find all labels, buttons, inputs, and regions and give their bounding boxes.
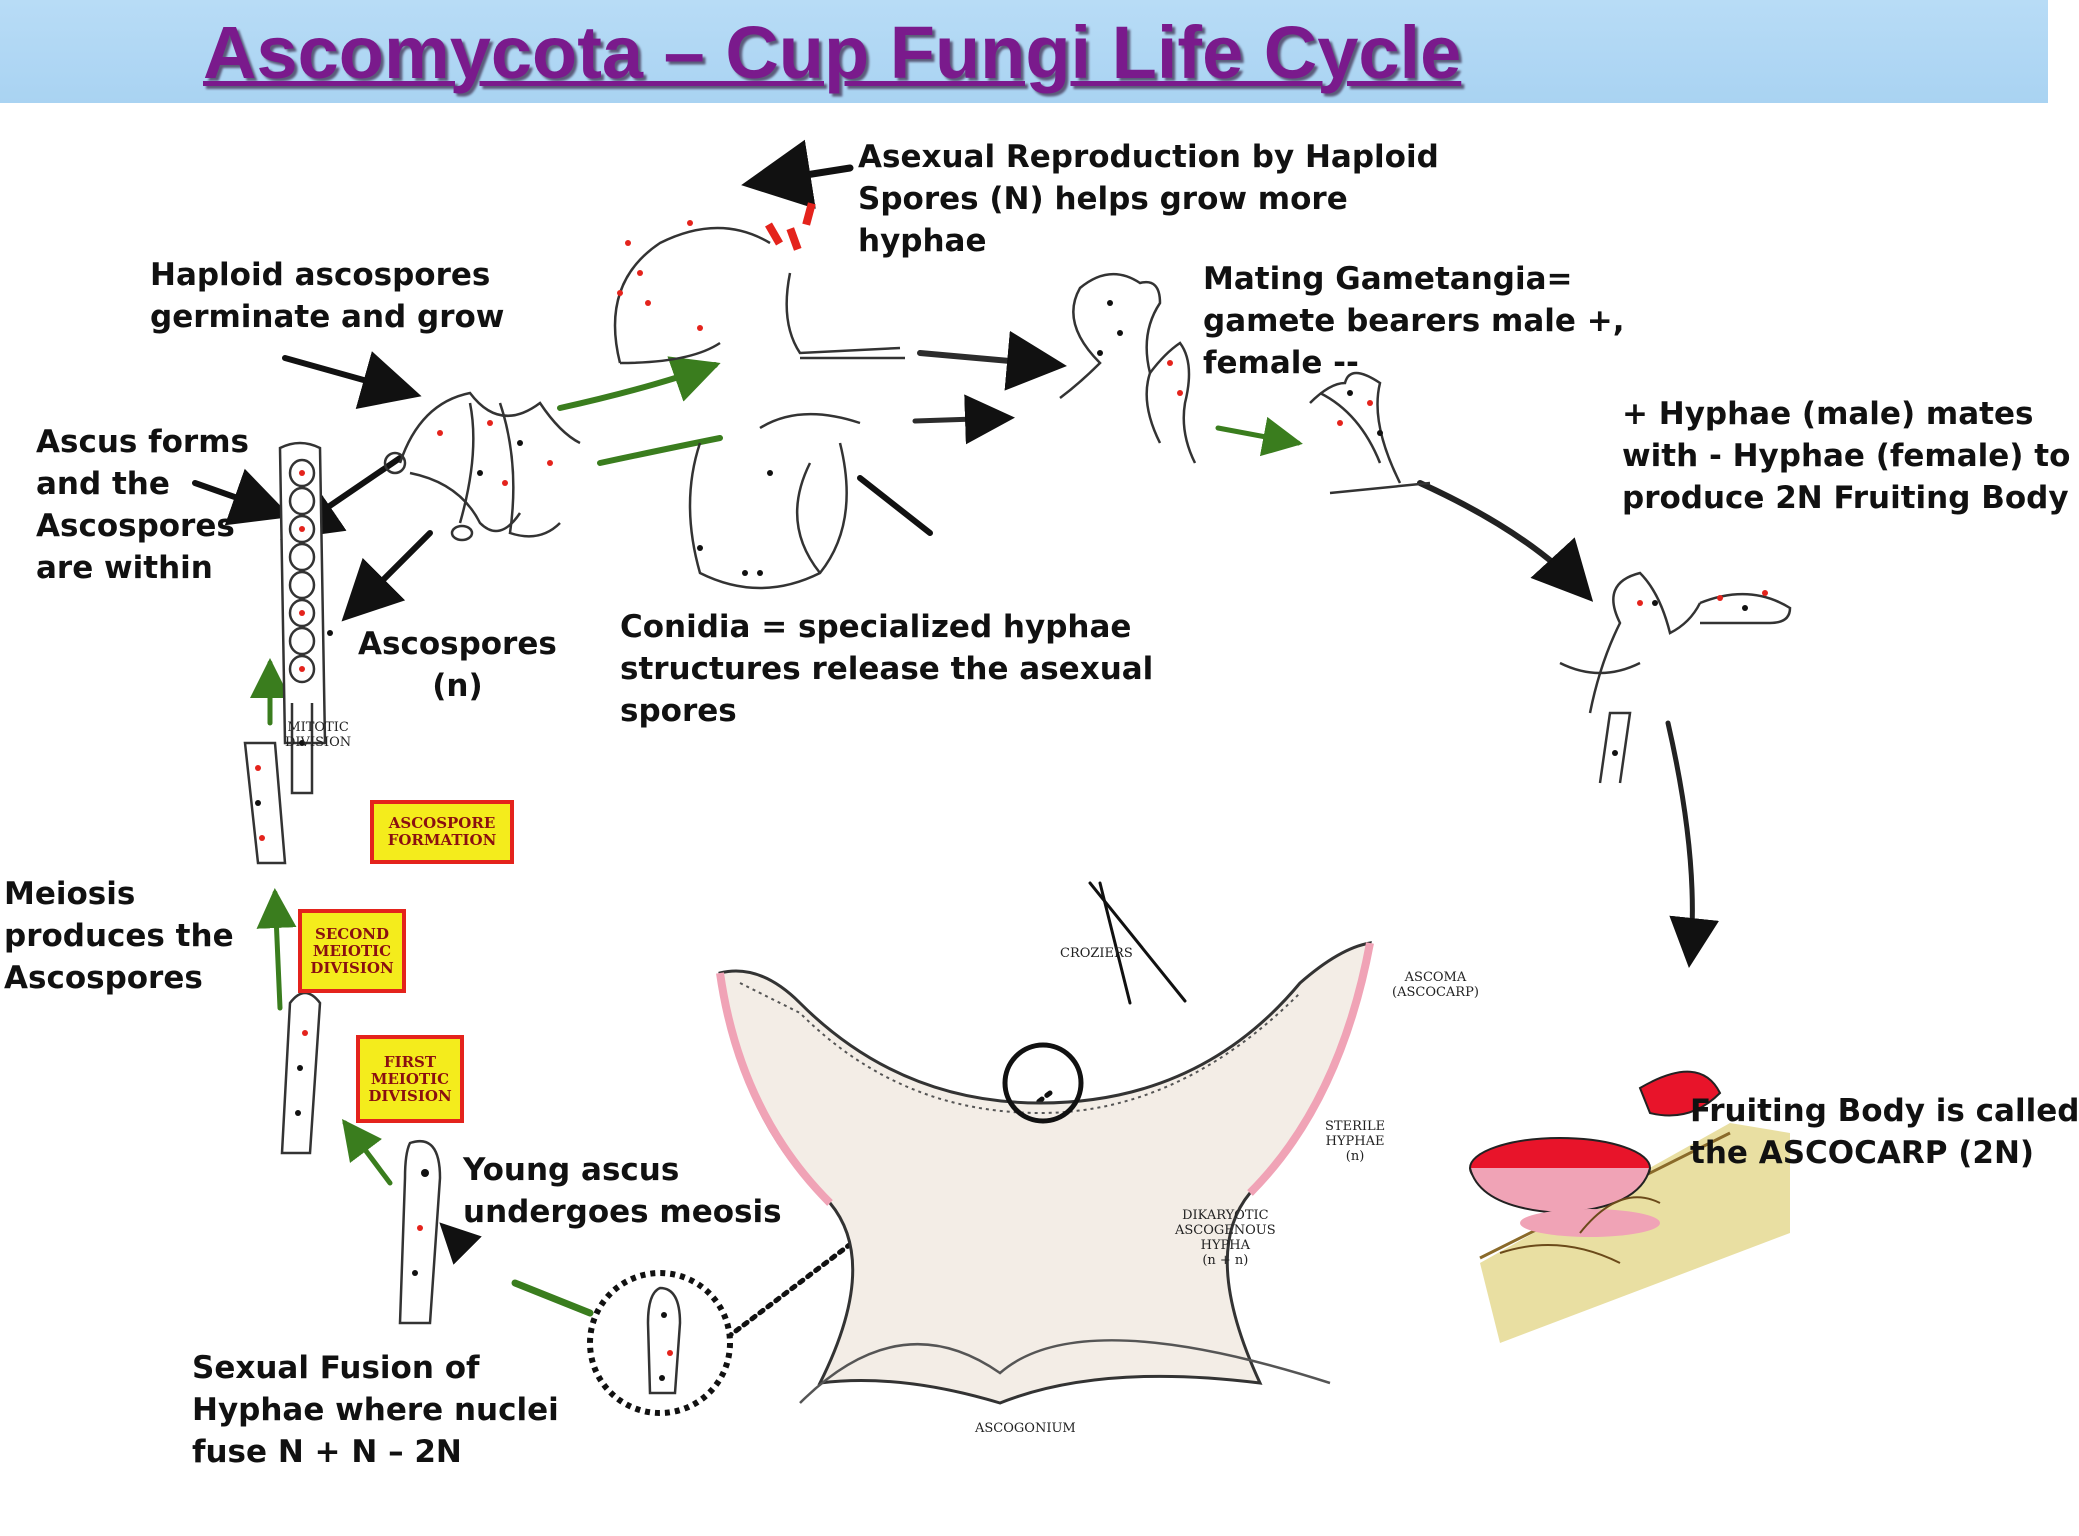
page-title: Ascomycota – Cup Fungi Life Cycle xyxy=(203,11,1462,94)
hyphae-mates-label: + Hyphae (male) mates with - Hyphae (fem… xyxy=(1622,396,2071,516)
ascoma-label: ASCOMA (ASCOCARP) xyxy=(1392,970,1479,1000)
dikaryotic-hypha-label: DIKARYOTIC ASCOGENOUS HYPHA (n + n) xyxy=(1175,1208,1276,1268)
germinating-hyphae xyxy=(383,391,581,542)
meiosis-label: Meiosis produces the Ascospores xyxy=(4,876,234,996)
conidia-drawing xyxy=(613,226,905,590)
ascus-nuclei xyxy=(255,470,429,1276)
asexual-reproduction-label: Asexual Reproduction by Haploid Spores (… xyxy=(858,139,1439,259)
title-banner: Ascomycota – Cup Fungi Life Cycle xyxy=(0,0,2048,103)
gametangia-nuclei xyxy=(1097,300,1383,436)
conidia-spores xyxy=(617,202,816,576)
haploid-ascospores-label: Haploid ascospores germinate and grow xyxy=(150,257,505,335)
dikaryotic-nuclei xyxy=(1612,590,1768,756)
dikaryotic-hyphae xyxy=(1559,571,1792,784)
life-cycle-diagram: Asexual Reproduction by Haploid Spores (… xyxy=(0,103,2079,1536)
sterile-hyphae-label: STERILE HYPHAE (n) xyxy=(1325,1119,1386,1164)
ascocarp-section xyxy=(587,941,1374,1416)
ascospores-label: Ascospores (n) xyxy=(358,626,557,704)
mitotic-division-label: MITOTIC DIVISION xyxy=(285,720,352,750)
ascogonium-label: ASCOGONIUM xyxy=(975,1421,1076,1436)
croziers-label: CROZIERS xyxy=(1060,946,1133,961)
sexual-fusion-label: Sexual Fusion of Hyphae where nuclei fus… xyxy=(192,1350,559,1470)
young-ascus-pointer xyxy=(439,1222,482,1265)
ascus-forms-label: Ascus forms and the Ascospores are withi… xyxy=(36,424,249,586)
first-meiotic-division-box: FIRST MEIOTIC DIVISION xyxy=(356,1035,464,1123)
mating-gametangia-label: Mating Gametangia= gamete bearers male +… xyxy=(1203,261,1625,381)
gametangia xyxy=(1059,272,1431,495)
conidia-label: Conidia = specialized hyphae structures … xyxy=(620,609,1154,729)
life-cycle-illustration xyxy=(192,139,1792,1416)
fruiting-body-label: Fruiting Body is called the ASCOCARP (2N… xyxy=(1690,1093,2079,1171)
ascus-column xyxy=(243,441,442,1325)
second-meiotic-division-box: SECOND MEIOTIC DIVISION xyxy=(298,909,406,993)
germinating-nuclei xyxy=(437,420,553,486)
ascocarp-cups xyxy=(1469,1070,1790,1343)
young-ascus-label: Young ascus undergoes meosis xyxy=(463,1152,782,1230)
ascospore-formation-box: ASCOSPORE FORMATION xyxy=(370,800,514,864)
